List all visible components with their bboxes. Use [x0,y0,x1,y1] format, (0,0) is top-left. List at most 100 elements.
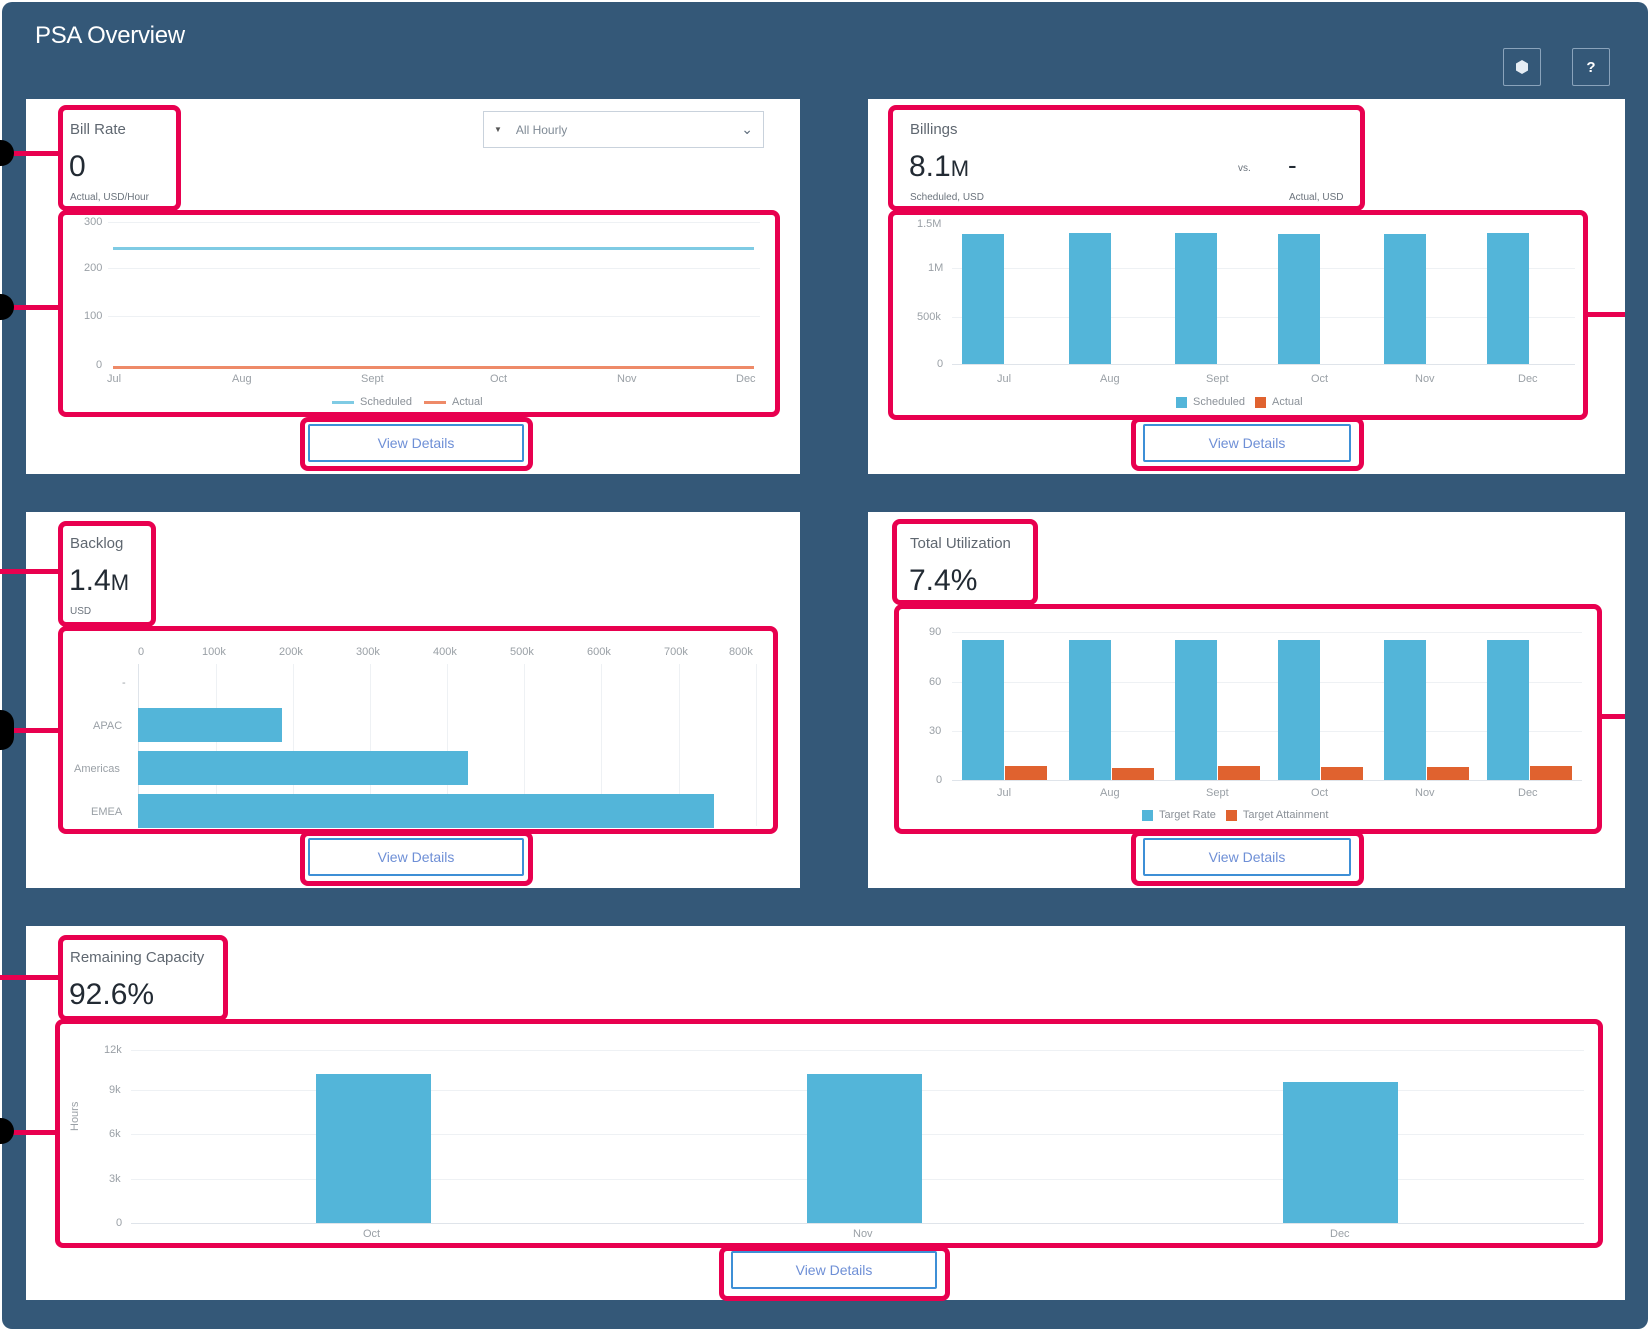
dropdown-bullet-icon: ▼ [494,125,502,134]
x-tick: 400k [433,646,457,658]
capacity-label: Remaining Capacity [70,949,205,966]
billings-view-details-button[interactable]: View Details [1143,424,1351,462]
y-tick: APAC [93,720,123,732]
y-tick: 60 [929,676,942,688]
y-tick: 200 [84,262,103,274]
y-tick: 12k [104,1044,122,1056]
legend-label: Actual [1272,396,1303,408]
help-button[interactable]: ? [1572,48,1610,86]
x-tick: 800k [729,646,753,658]
legend-swatch-target-rate [1142,809,1153,821]
utilization-view-details-button[interactable]: View Details [1143,838,1351,876]
bar-target-rate-oct [1278,640,1320,780]
x-tick: Jul [997,787,1012,799]
billings-label: Billings [910,121,958,138]
x-tick: Dec [1518,373,1538,385]
bar-target-attainment-sept [1218,766,1260,780]
bar-scheduled-nov [1384,234,1426,364]
x-tick: Dec [1330,1228,1350,1240]
legend-swatch-actual [424,400,446,404]
y-axis-label: Hours [69,1101,81,1131]
bar-target-attainment-jul [1005,766,1047,780]
x-tick: Jul [997,373,1012,385]
x-tick: Nov [1415,373,1435,385]
legend-label: Scheduled [1193,396,1245,408]
y-tick: 0 [96,359,103,371]
legend-label: Target Attainment [1242,809,1329,821]
help-icon: ? [1586,58,1596,76]
x-tick: 600k [587,646,611,658]
bill-rate-unit: Actual, USD/Hour [70,192,149,203]
bar-scheduled-jul [962,234,1004,364]
bar-scheduled-aug [1069,233,1111,364]
billings-actual-unit: Actual, USD [1289,192,1344,203]
x-tick: 500k [510,646,534,658]
x-tick: Aug [232,373,252,385]
legend-label: Scheduled [360,396,412,408]
billings-vs: vs. [1238,163,1251,174]
dropdown-value: All Hourly [515,122,568,137]
backlog-value: 1.4M [69,564,130,597]
x-tick: Aug [1100,373,1120,385]
bill-rate-value: 0 [69,150,86,183]
y-tick: 300 [84,216,103,228]
x-tick: Oct [1311,787,1329,799]
chevron-down-icon: ⌄ [741,121,753,137]
bar-scheduled-dec [1487,233,1529,364]
gear-icon [1516,60,1528,74]
x-tick: Jul [107,373,122,385]
backlog-unit: USD [70,606,92,617]
legend-label: Actual [452,396,483,408]
backlog-view-details-button[interactable]: View Details [308,838,524,876]
bill-rate-card [26,99,800,474]
y-tick: 0 [937,358,944,370]
y-tick: 1.5M [917,218,942,230]
bar-americas [138,751,468,785]
x-tick: Sept [1206,373,1229,385]
y-tick: 500k [917,311,941,323]
bar-target-rate-nov [1384,640,1426,780]
y-tick: 30 [929,725,942,737]
page-title: PSA Overview [35,22,185,49]
bill-rate-view-details-button[interactable]: View Details [308,424,524,462]
bill-rate-label: Bill Rate [70,121,126,138]
utilization-value: 7.4% [909,564,978,597]
bar-target-rate-aug [1069,640,1111,780]
x-tick: 0 [138,646,145,658]
y-tick: Americas [74,763,120,775]
legend-label: Target Rate [1159,809,1216,821]
capacity-value: 92.6% [69,978,155,1011]
x-tick: Sept [361,373,384,385]
x-tick: Oct [490,373,508,385]
x-tick: Nov [853,1228,873,1240]
rate-type-dropdown[interactable]: ▼ All Hourly ⌄ [483,111,764,148]
x-tick: 200k [279,646,303,658]
x-tick: Oct [363,1228,381,1240]
x-tick: 100k [202,646,226,658]
legend-swatch-scheduled [1176,396,1187,408]
x-tick: Nov [617,373,637,385]
capacity-view-details-button[interactable]: View Details [731,1251,937,1289]
bar-target-rate-dec [1487,640,1529,780]
billings-scheduled-unit: Scheduled, USD [910,192,984,203]
bar-capacity-nov [807,1074,922,1223]
bar-target-attainment-nov [1427,767,1469,780]
chart-legend: Scheduled Actual [1176,396,1303,408]
x-tick: Aug [1100,787,1120,799]
y-tick: EMEA [91,806,123,818]
billings-actual-value: - [1288,150,1297,180]
y-tick: 100 [84,310,103,322]
settings-button[interactable] [1503,48,1541,86]
bar-apac [138,708,282,742]
legend-swatch-target-attainment [1225,809,1237,821]
bar-scheduled-sept [1175,233,1217,364]
y-tick: 0 [936,774,943,786]
y-tick: 6k [109,1128,121,1140]
x-tick: Dec [736,373,756,385]
bar-emea [138,794,714,828]
backlog-card [26,512,800,888]
y-tick: 90 [929,626,942,638]
bar-target-rate-jul [962,640,1004,780]
bar-target-attainment-oct [1321,767,1363,780]
y-tick: 0 [116,1217,123,1229]
